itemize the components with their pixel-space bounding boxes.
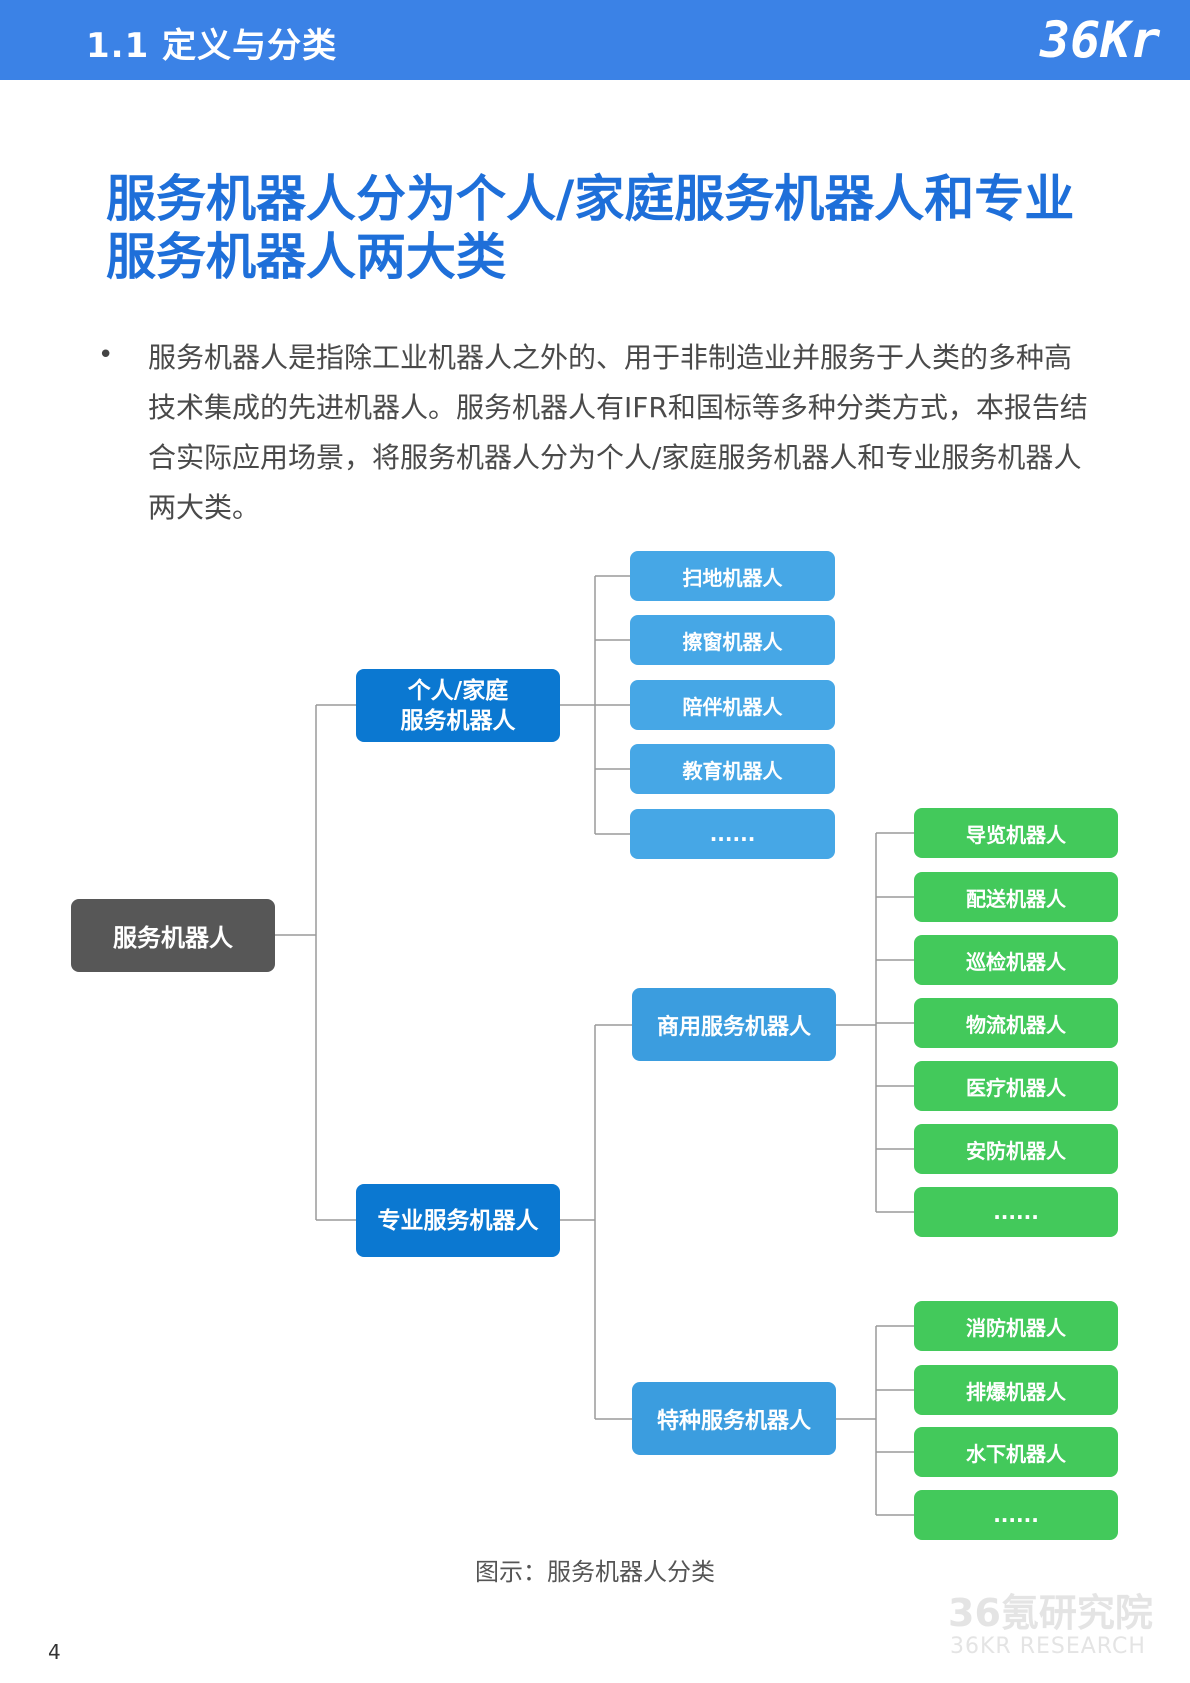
leaf-commercial-more: ......	[914, 1187, 1118, 1237]
leaf-education-robot: 教育机器人	[630, 744, 835, 794]
bullet-dot: •	[98, 340, 114, 370]
node-personal-home: 个人/家庭 服务机器人	[356, 669, 560, 742]
section-title: 1.1 定义与分类	[86, 26, 338, 66]
leaf-inspection-robot: 巡检机器人	[914, 935, 1118, 985]
leaf-bomb-disposal-robot: 排爆机器人	[914, 1365, 1118, 1415]
brand-logo: 36Kr	[1040, 11, 1161, 69]
leaf-companion-robot: 陪伴机器人	[630, 680, 835, 730]
node-commercial: 商用服务机器人	[632, 988, 836, 1061]
leaf-underwater-robot: 水下机器人	[914, 1427, 1118, 1477]
leaf-delivery-robot: 配送机器人	[914, 872, 1118, 922]
watermark-en: 36KR RESEARCH	[950, 1634, 1146, 1659]
leaf-medical-robot: 医疗机器人	[914, 1061, 1118, 1111]
figure-caption: 图示：服务机器人分类	[475, 1558, 715, 1586]
body-paragraph: 服务机器人是指除工业机器人之外的、用于非制造业并服务于人类的多种高技术集成的先进…	[148, 341, 1088, 524]
node-professional: 专业服务机器人	[356, 1184, 560, 1257]
leaf-sweeping-robot: 扫地机器人	[630, 551, 835, 601]
page-headline: 服务机器人分为个人/家庭服务机器人和专业服务机器人两大类	[106, 170, 1075, 286]
leaf-personal-more: ......	[630, 809, 835, 859]
node-service-robot: 服务机器人	[71, 899, 275, 972]
watermark-cn: 36氪研究院	[948, 1591, 1153, 1635]
node-special: 特种服务机器人	[632, 1382, 836, 1455]
leaf-firefighting-robot: 消防机器人	[914, 1301, 1118, 1351]
leaf-guide-robot: 导览机器人	[914, 808, 1118, 858]
leaf-window-robot: 擦窗机器人	[630, 615, 835, 665]
leaf-security-robot: 安防机器人	[914, 1124, 1118, 1174]
leaf-logistics-robot: 物流机器人	[914, 998, 1118, 1048]
header-bar: 1.1 定义与分类 36Kr	[0, 0, 1190, 80]
page-number: 4	[48, 1640, 61, 1664]
leaf-special-more: ......	[914, 1490, 1118, 1540]
